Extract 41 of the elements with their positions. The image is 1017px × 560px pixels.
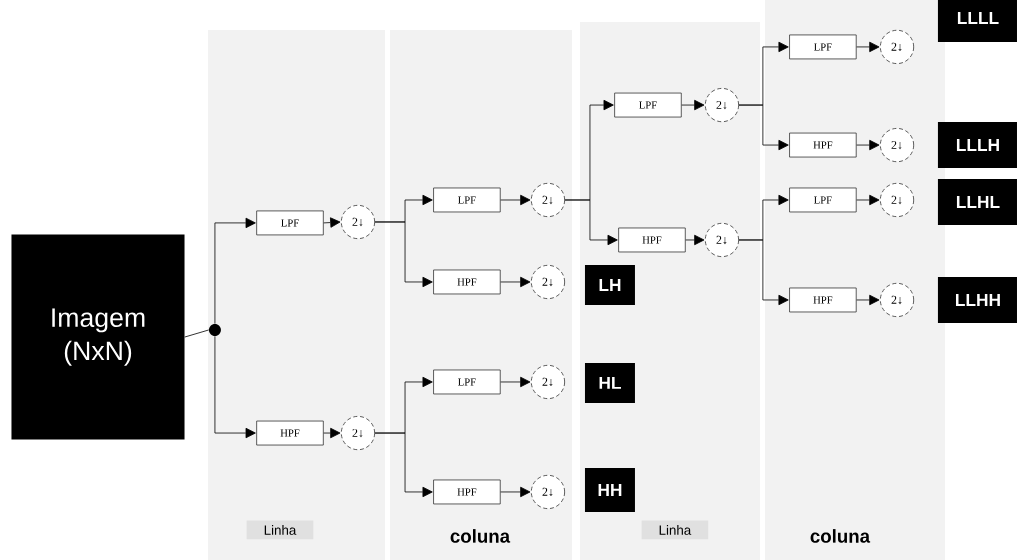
arrow <box>500 376 531 388</box>
filter-box: LPF <box>433 369 501 395</box>
arrow <box>500 276 531 288</box>
arrow <box>856 139 880 151</box>
stage-label: coluna <box>450 529 511 543</box>
filter-box: LPF <box>614 92 682 118</box>
arrow <box>738 239 789 306</box>
filter-box: HPF <box>256 420 324 446</box>
arrow <box>323 217 341 228</box>
filter-box: HPF <box>433 479 501 505</box>
arrow <box>856 294 880 306</box>
arrow <box>214 335 256 439</box>
filter-box: LPF <box>789 34 857 60</box>
arrow <box>856 41 880 53</box>
subband-box: HL <box>584 362 635 403</box>
subband-box: LLHH <box>937 277 1017 323</box>
subband-box: LLLH <box>937 122 1017 169</box>
arrow <box>564 199 618 246</box>
arrow <box>856 194 880 206</box>
filter-box: HPF <box>789 132 857 158</box>
stage-label: coluna <box>810 529 871 543</box>
arrow <box>738 104 789 151</box>
arrow <box>374 221 433 288</box>
arrow <box>214 217 256 325</box>
subband-box: HH <box>584 468 635 512</box>
filter-box: LPF <box>789 187 857 213</box>
arrow <box>323 427 341 439</box>
filter-box: HPF <box>618 227 686 253</box>
arrow <box>685 234 705 246</box>
subband-box: LLHL <box>937 179 1017 225</box>
filter-box: HPF <box>433 269 501 295</box>
filter-box: LPF <box>433 187 501 213</box>
arrow <box>500 486 531 498</box>
filter-box: LPF <box>256 210 324 236</box>
image-box: Imagem (NxN) <box>11 234 185 440</box>
arrow <box>374 432 433 498</box>
subband-box: LLLL <box>937 0 1017 42</box>
arrow <box>500 194 531 206</box>
arrow <box>681 99 705 111</box>
filter-box: HPF <box>789 287 857 313</box>
subband-box: LH <box>584 265 635 306</box>
